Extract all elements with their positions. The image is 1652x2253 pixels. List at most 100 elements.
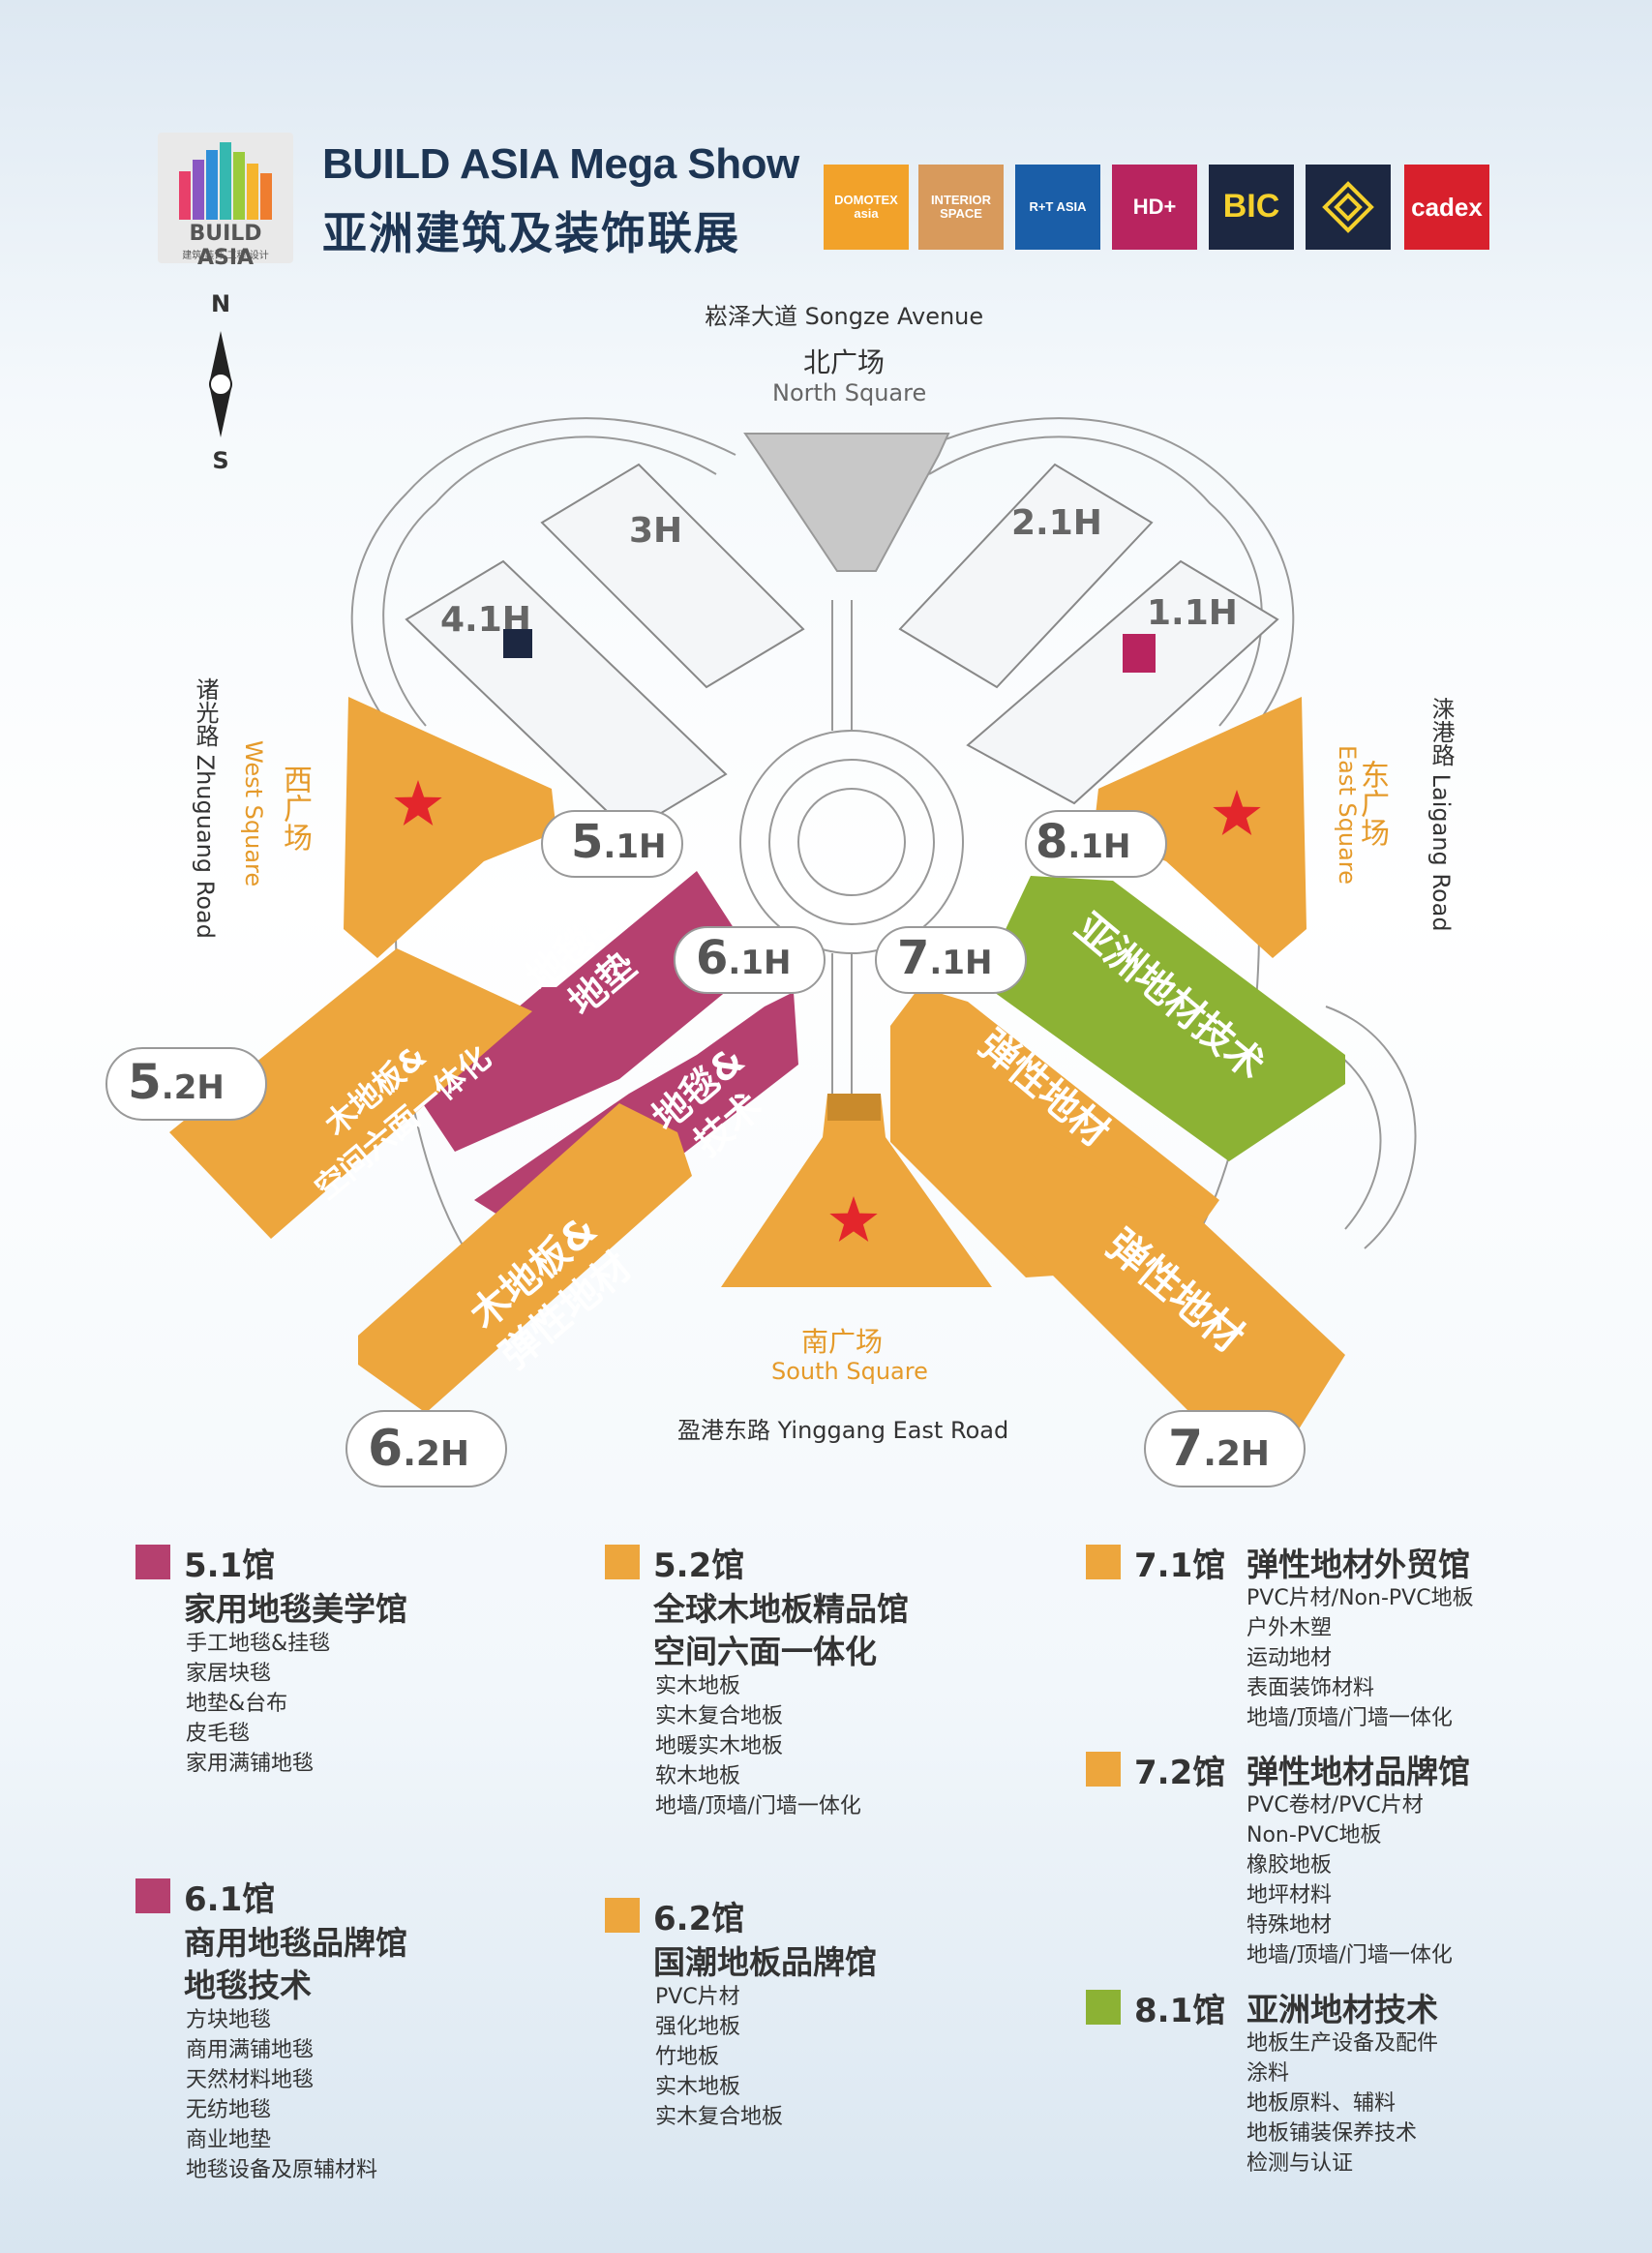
hall-6-2 — [358, 1103, 692, 1413]
logo-name: BUILD ASIA — [189, 222, 262, 270]
legend-5-1-items: 手工地毯&挂毯 家居块毯 地垫&台布 皮毛毯 家用满铺地毯 — [186, 1629, 330, 1779]
swatch-orange — [1086, 1752, 1121, 1787]
pill-7-2-minor: .2H — [1203, 1434, 1270, 1474]
list-item: 实木地板 — [655, 2075, 741, 2099]
pill-6-2-major: 6 — [368, 1420, 403, 1478]
hall-1-1h-label: 1.1H — [1147, 593, 1238, 633]
hall-5-2 — [169, 948, 532, 1239]
swatch-green — [1086, 1990, 1121, 2025]
swatch-orange — [1086, 1545, 1121, 1579]
svg-text:7.2H: 7.2H — [1168, 1420, 1270, 1478]
hall-pills: 5.1H 8.1H 6.1H 7.1H 5.2H 6.2H 7.2H — [105, 810, 1306, 1487]
list-item: 地墙/顶墙/门墙一体化 — [1247, 1706, 1453, 1730]
west-square-cn: 西广场 — [278, 765, 312, 852]
list-item: 方块地毯 — [186, 2008, 272, 2032]
list-item: PVC片材 — [655, 1985, 740, 2009]
pill-6-1-major: 6 — [696, 931, 728, 985]
list-item: 地墙/顶墙/门墙一体化 — [655, 1794, 861, 1818]
road-laigang: 涞港路 Laigang Road — [1427, 697, 1455, 932]
north-square-en: North Square — [772, 379, 927, 406]
west-square-en: West Square — [240, 740, 267, 887]
list-item: 运动地材 — [1247, 1646, 1333, 1670]
hall-7-2 — [1016, 1142, 1345, 1432]
legend-7-1-title: 弹性地材外贸馆 — [1247, 1546, 1470, 1583]
compass-needle-icon — [209, 331, 232, 437]
square-logo-icon — [1322, 181, 1374, 233]
hall-5-1 — [416, 871, 755, 1152]
west-square — [344, 697, 556, 958]
list-item: 实木复合地板 — [655, 2105, 784, 2129]
east-square-cn: 东广场 — [1355, 760, 1389, 847]
build-asia-logo-icon — [179, 142, 272, 220]
logo-tagline: 建筑 装饰 工程 设计 — [182, 251, 269, 261]
list-item: 皮毛毯 — [186, 1722, 251, 1746]
list-item: 地毯设备及原辅材料 — [186, 2158, 378, 2182]
svg-text:5.1H: 5.1H — [571, 815, 666, 869]
legend-7-1-num: 7.1馆 — [1134, 1547, 1226, 1585]
legend-5-1-num: 5.1馆 — [184, 1547, 276, 1585]
legend-6-1-subtitle: 地毯技术 — [184, 1967, 312, 2004]
south-square — [721, 1094, 992, 1287]
list-item: Non-PVC地板 — [1247, 1823, 1382, 1847]
hall-3h — [540, 463, 805, 689]
hall-1-1h — [966, 559, 1279, 805]
swatch-orange — [605, 1545, 640, 1579]
road-zhuguang: 诸光路 Zhuguang Road — [192, 677, 219, 939]
list-item: PVC卷材/PVC片材 — [1247, 1793, 1424, 1817]
list-item: 检测与认证 — [1247, 2151, 1354, 2176]
star-icon-east — [1213, 790, 1261, 835]
legend-5-2-items: 实木地板 实木复合地板 地暖实木地板 软木地板 地墙/顶墙/门墙一体化 — [655, 1671, 861, 1821]
header: BUILD ASIA 建筑 装饰 工程 设计 BUILD ASIA Mega S… — [158, 133, 1493, 270]
list-item: 竹地板 — [655, 2045, 720, 2069]
svg-text:6.2H: 6.2H — [368, 1420, 469, 1478]
hall-4-1h — [405, 559, 728, 834]
list-item: 地坪材料 — [1247, 1883, 1333, 1908]
hall-3h-label: 3H — [629, 511, 682, 551]
east-square — [1094, 697, 1307, 958]
title-cn: 亚洲建筑及装饰联展 — [322, 207, 740, 259]
list-item: 天然材料地毯 — [186, 2068, 315, 2092]
legend-8-1-title: 亚洲地材技术 — [1247, 1991, 1438, 2028]
hall-1-1h-hd-logo-icon — [1123, 634, 1156, 673]
pill-6-1-minor: .1H — [728, 944, 791, 982]
pill-7-2-major: 7 — [1168, 1420, 1203, 1478]
list-item: 家居块毯 — [186, 1662, 272, 1686]
venue-map: 3H 4.1H 2.1H 1.1H 5.1H 8.1H — [105, 417, 1417, 1487]
road-songze: 崧泽大道 Songze Avenue — [705, 303, 984, 330]
svg-text:7.1H: 7.1H — [897, 931, 992, 985]
list-item: PVC片材/Non-PVC地板 — [1247, 1586, 1474, 1610]
list-item: 强化地板 — [655, 2015, 741, 2039]
list-item: 无纺地毯 — [186, 2098, 272, 2122]
list-item: 地垫&台布 — [186, 1692, 288, 1716]
south-square-cn: 南广场 — [801, 1326, 884, 1358]
partner-logo-cadex: cadex — [1404, 165, 1489, 250]
hall-8-1 — [987, 876, 1345, 1161]
pill-5-1-major: 5 — [571, 815, 603, 869]
list-item: 地板原料、辅料 — [1247, 2091, 1397, 2116]
swatch-orange — [605, 1898, 640, 1933]
list-item: 地墙/顶墙/门墙一体化 — [1247, 1943, 1453, 1968]
list-item: 实木复合地板 — [655, 1704, 784, 1728]
list-item: 商用满铺地毯 — [186, 2038, 315, 2062]
legend-5-2-num: 5.2馆 — [653, 1547, 745, 1585]
legend-7-2-num: 7.2馆 — [1134, 1754, 1226, 1792]
partner-logo-interior-space: INTERIOR SPACE — [918, 165, 1004, 250]
hall-2-1h-label: 2.1H — [1011, 503, 1102, 543]
list-item: 地板铺装保养技术 — [1247, 2121, 1418, 2146]
svg-text:8.1H: 8.1H — [1036, 815, 1130, 869]
svg-text:5.2H: 5.2H — [128, 1054, 225, 1110]
list-item: 户外木塑 — [1247, 1616, 1333, 1640]
pill-8-1-major: 8 — [1036, 815, 1067, 869]
compass-north: N — [210, 290, 231, 317]
list-item: 商业地垫 — [186, 2128, 272, 2152]
legend-6-2-title: 国潮地板品牌馆 — [653, 1943, 877, 1981]
list-item: 地板生产设备及配件 — [1247, 2031, 1439, 2056]
list-item: 表面装饰材料 — [1247, 1676, 1375, 1700]
list-item: 橡胶地板 — [1247, 1853, 1333, 1878]
hall-4-1h-square-logo-icon — [503, 629, 532, 658]
pill-6-2-minor: .2H — [403, 1434, 469, 1474]
compass: N S — [203, 290, 252, 479]
list-item: 实木地板 — [655, 1674, 741, 1698]
partner-logo-rt-asia: R+T ASIA — [1015, 165, 1100, 250]
pill-5-1-minor: .1H — [603, 827, 666, 866]
